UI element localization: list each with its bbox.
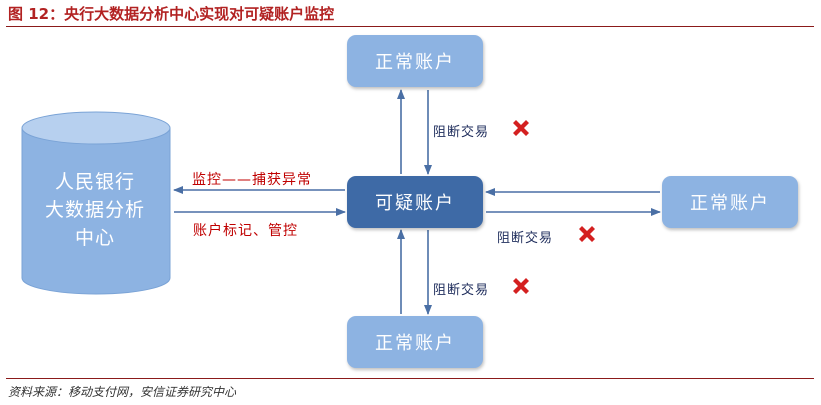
label-block-bottom: 阻断交易 <box>433 283 490 298</box>
cross-icon <box>513 278 529 294</box>
figure-title: 图 12：央行大数据分析中心实现对可疑账户监控 <box>8 5 335 23</box>
label-block-top: 阻断交易 <box>433 125 490 140</box>
database-label: 人民银行 大数据分析 中心 <box>30 168 160 252</box>
label-mark: 账户标记、管控 <box>193 223 298 239</box>
label-block-right: 阻断交易 <box>497 231 554 246</box>
node-suspicious: 可疑账户 <box>347 176 483 228</box>
node-normal-bottom: 正常账户 <box>347 316 483 368</box>
cross-icon <box>513 120 529 136</box>
database-label-line2: 大数据分析 <box>44 199 145 221</box>
database-cylinder <box>21 111 171 295</box>
node-normal-top: 正常账户 <box>347 35 483 87</box>
database-label-line1: 人民银行 <box>54 171 135 193</box>
title-rule <box>6 26 814 27</box>
database-label-line3: 中心 <box>74 227 115 249</box>
figure-source: 资料来源：移动支付网，安信证券研究中心 <box>8 385 237 399</box>
source-rule <box>6 378 814 379</box>
label-monitor: 监控——捕获异常 <box>192 172 312 188</box>
node-normal-right: 正常账户 <box>662 176 798 228</box>
cross-icon <box>579 226 595 242</box>
